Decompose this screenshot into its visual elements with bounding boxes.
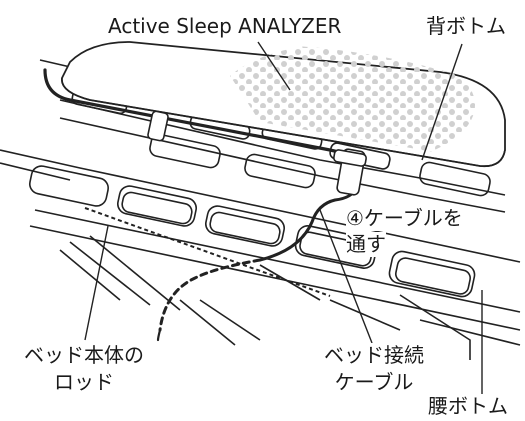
- bed-rod-label-line1: ベッド本体の: [6, 343, 162, 368]
- analyzer-device: [61, 41, 506, 168]
- waist-bottom-label: 腰ボトム: [428, 394, 508, 419]
- step-label-line2: 通す: [346, 232, 386, 257]
- back-bottom-label: 背ボトム: [426, 14, 506, 38]
- device-label: Active Sleep ANALYZER: [108, 14, 342, 38]
- cable-label-line2: ケーブル: [318, 370, 430, 395]
- step-label-line1: ④ケーブルを: [346, 206, 463, 231]
- cable-straps: [147, 110, 367, 196]
- bed-slats: [0, 149, 521, 360]
- bed-rod-label-line2: ロッド: [6, 370, 162, 395]
- leader-lines: [84, 41, 483, 396]
- bed-rod: [84, 207, 331, 297]
- cable-label-line1: ベッド接続: [318, 343, 430, 368]
